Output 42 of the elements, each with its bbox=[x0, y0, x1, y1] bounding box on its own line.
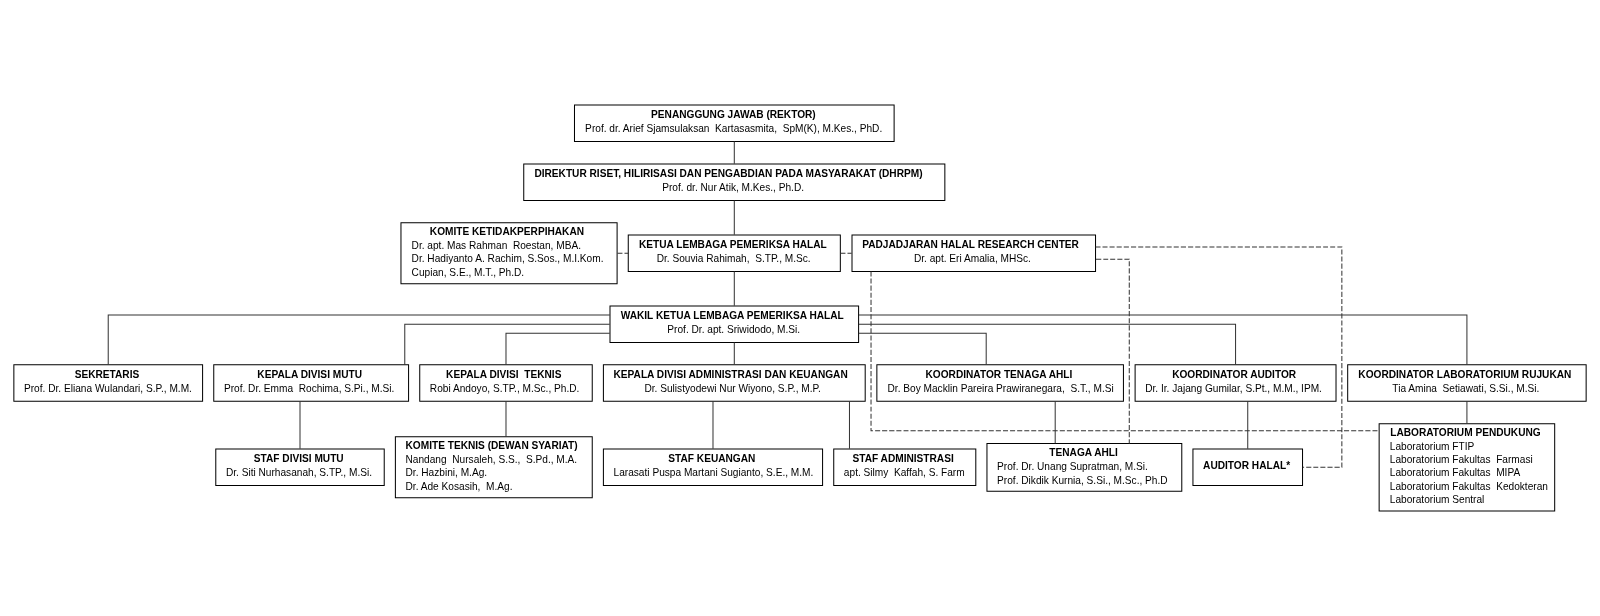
node-box: KOORDINATOR TENAGA AHLI Dr. Boy Macklin Pareira Prawiranegara, S.T., M.Si bbox=[876, 364, 1124, 402]
connector bbox=[1095, 258, 1130, 444]
connector bbox=[839, 252, 853, 254]
connector bbox=[733, 342, 735, 366]
connector bbox=[858, 314, 1468, 365]
node-box: AUDITOR HALAL* bbox=[1192, 448, 1304, 487]
node-box: STAF KEUANGAN Larasati Puspa Martani Sugianto, S.E., M.M. bbox=[602, 448, 824, 487]
connector bbox=[1466, 400, 1468, 424]
node-box: STAF ADMINISTRASI apt. Silmy Kaffah, S. Farm bbox=[833, 448, 977, 487]
connector bbox=[505, 400, 507, 438]
node-box: SEKRETARIS Prof. Dr. Eliana Wulandari, S.P., M.M. bbox=[13, 364, 204, 402]
node-box: TENAGA AHLI Prof. Dr. Unang Supratman, M.Si. Prof. Dikdik Kurnia, S.Si., M.Sc., Ph.D bbox=[986, 442, 1183, 492]
connector bbox=[505, 332, 611, 366]
connector bbox=[858, 323, 1237, 366]
node-box: PADJADJARAN HALAL RESEARCH CENTER Dr. apt. Eri Amalia, MHSc. bbox=[851, 234, 1097, 272]
node-box: KOORDINATOR LABORATORIUM RUJUKAN Tia Amina Setiawati, S.Si., M.Si. bbox=[1347, 364, 1587, 402]
node-box: KEPALA DIVISI TEKNIS Robi Andoyo, S.TP., M.Sc., Ph.D. bbox=[419, 364, 593, 402]
connector bbox=[870, 271, 1380, 432]
node-box: WAKIL KETUA LEMBAGA PEMERIKSA HALAL Prof. Dr. apt. Sriwidodo, M.Si. bbox=[609, 305, 860, 343]
connector bbox=[616, 252, 629, 254]
connector bbox=[733, 271, 735, 307]
node-box: KOORDINATOR AUDITOR Dr. Ir. Jajang Gumilar, S.Pt., M.M., IPM. bbox=[1134, 364, 1337, 402]
connector bbox=[1247, 400, 1249, 450]
node-box: KOMITE KETIDAKPERPIHAKAN Dr. apt. Mas Rahman Roestan, MBA. Dr. Hadiyanto A. Rachim, S.Sos., M.I.Kom. Cupian, S.E., M.T., Ph.D. bbox=[400, 222, 618, 285]
connector bbox=[733, 199, 735, 236]
node-box: PENANGGUNG JAWAB (REKTOR) Prof. dr. Arief Sjamsulaksan Kartasasmita, SpM(K), M.Kes., PhD. bbox=[573, 104, 895, 143]
connector bbox=[733, 141, 735, 165]
connector bbox=[858, 332, 987, 366]
connector bbox=[1054, 400, 1056, 444]
connector bbox=[848, 400, 850, 450]
connector bbox=[1095, 246, 1343, 468]
connector bbox=[299, 400, 301, 450]
node-box: DIREKTUR RISET, HILIRISASI DAN PENGABDIAN PADA MASYARAKAT (DHRPM) Prof. dr. Nur Atik, M.Kes., Ph.D. bbox=[523, 163, 946, 201]
node-box: KEPALA DIVISI MUTU Prof. Dr. Emma Rochima, S.Pi., M.Si. bbox=[213, 364, 410, 402]
node-box: KETUA LEMBAGA PEMERIKSA HALAL Dr. Souvia Rahimah, S.TP., M.Sc. bbox=[627, 234, 841, 272]
connector bbox=[712, 400, 714, 450]
connector bbox=[107, 314, 611, 365]
node-box: LABORATORIUM PENDUKUNG Laboratorium FTIP Laboratorium Fakultas Farmasi Laboratorium Fakultas MIPA Laboratorium Fakultas Kedokteran Laboratorium Sentral bbox=[1378, 423, 1556, 512]
node-box: KEPALA DIVISI ADMINISTRASI DAN KEUANGAN Dr. Sulistyodewi Nur Wiyono, S.P., M.P. bbox=[602, 364, 866, 402]
node-box: STAF DIVISI MUTU Dr. Siti Nurhasanah, S.TP., M.Si. bbox=[215, 448, 385, 487]
connector bbox=[404, 323, 611, 366]
node-box: KOMITE TEKNIS (DEWAN SYARIAT) Nandang Nursaleh, S.S., S.Pd., M.A. Dr. Hazbini, M.Ag. Dr. Ade Kosasih, M.Ag. bbox=[394, 436, 593, 499]
